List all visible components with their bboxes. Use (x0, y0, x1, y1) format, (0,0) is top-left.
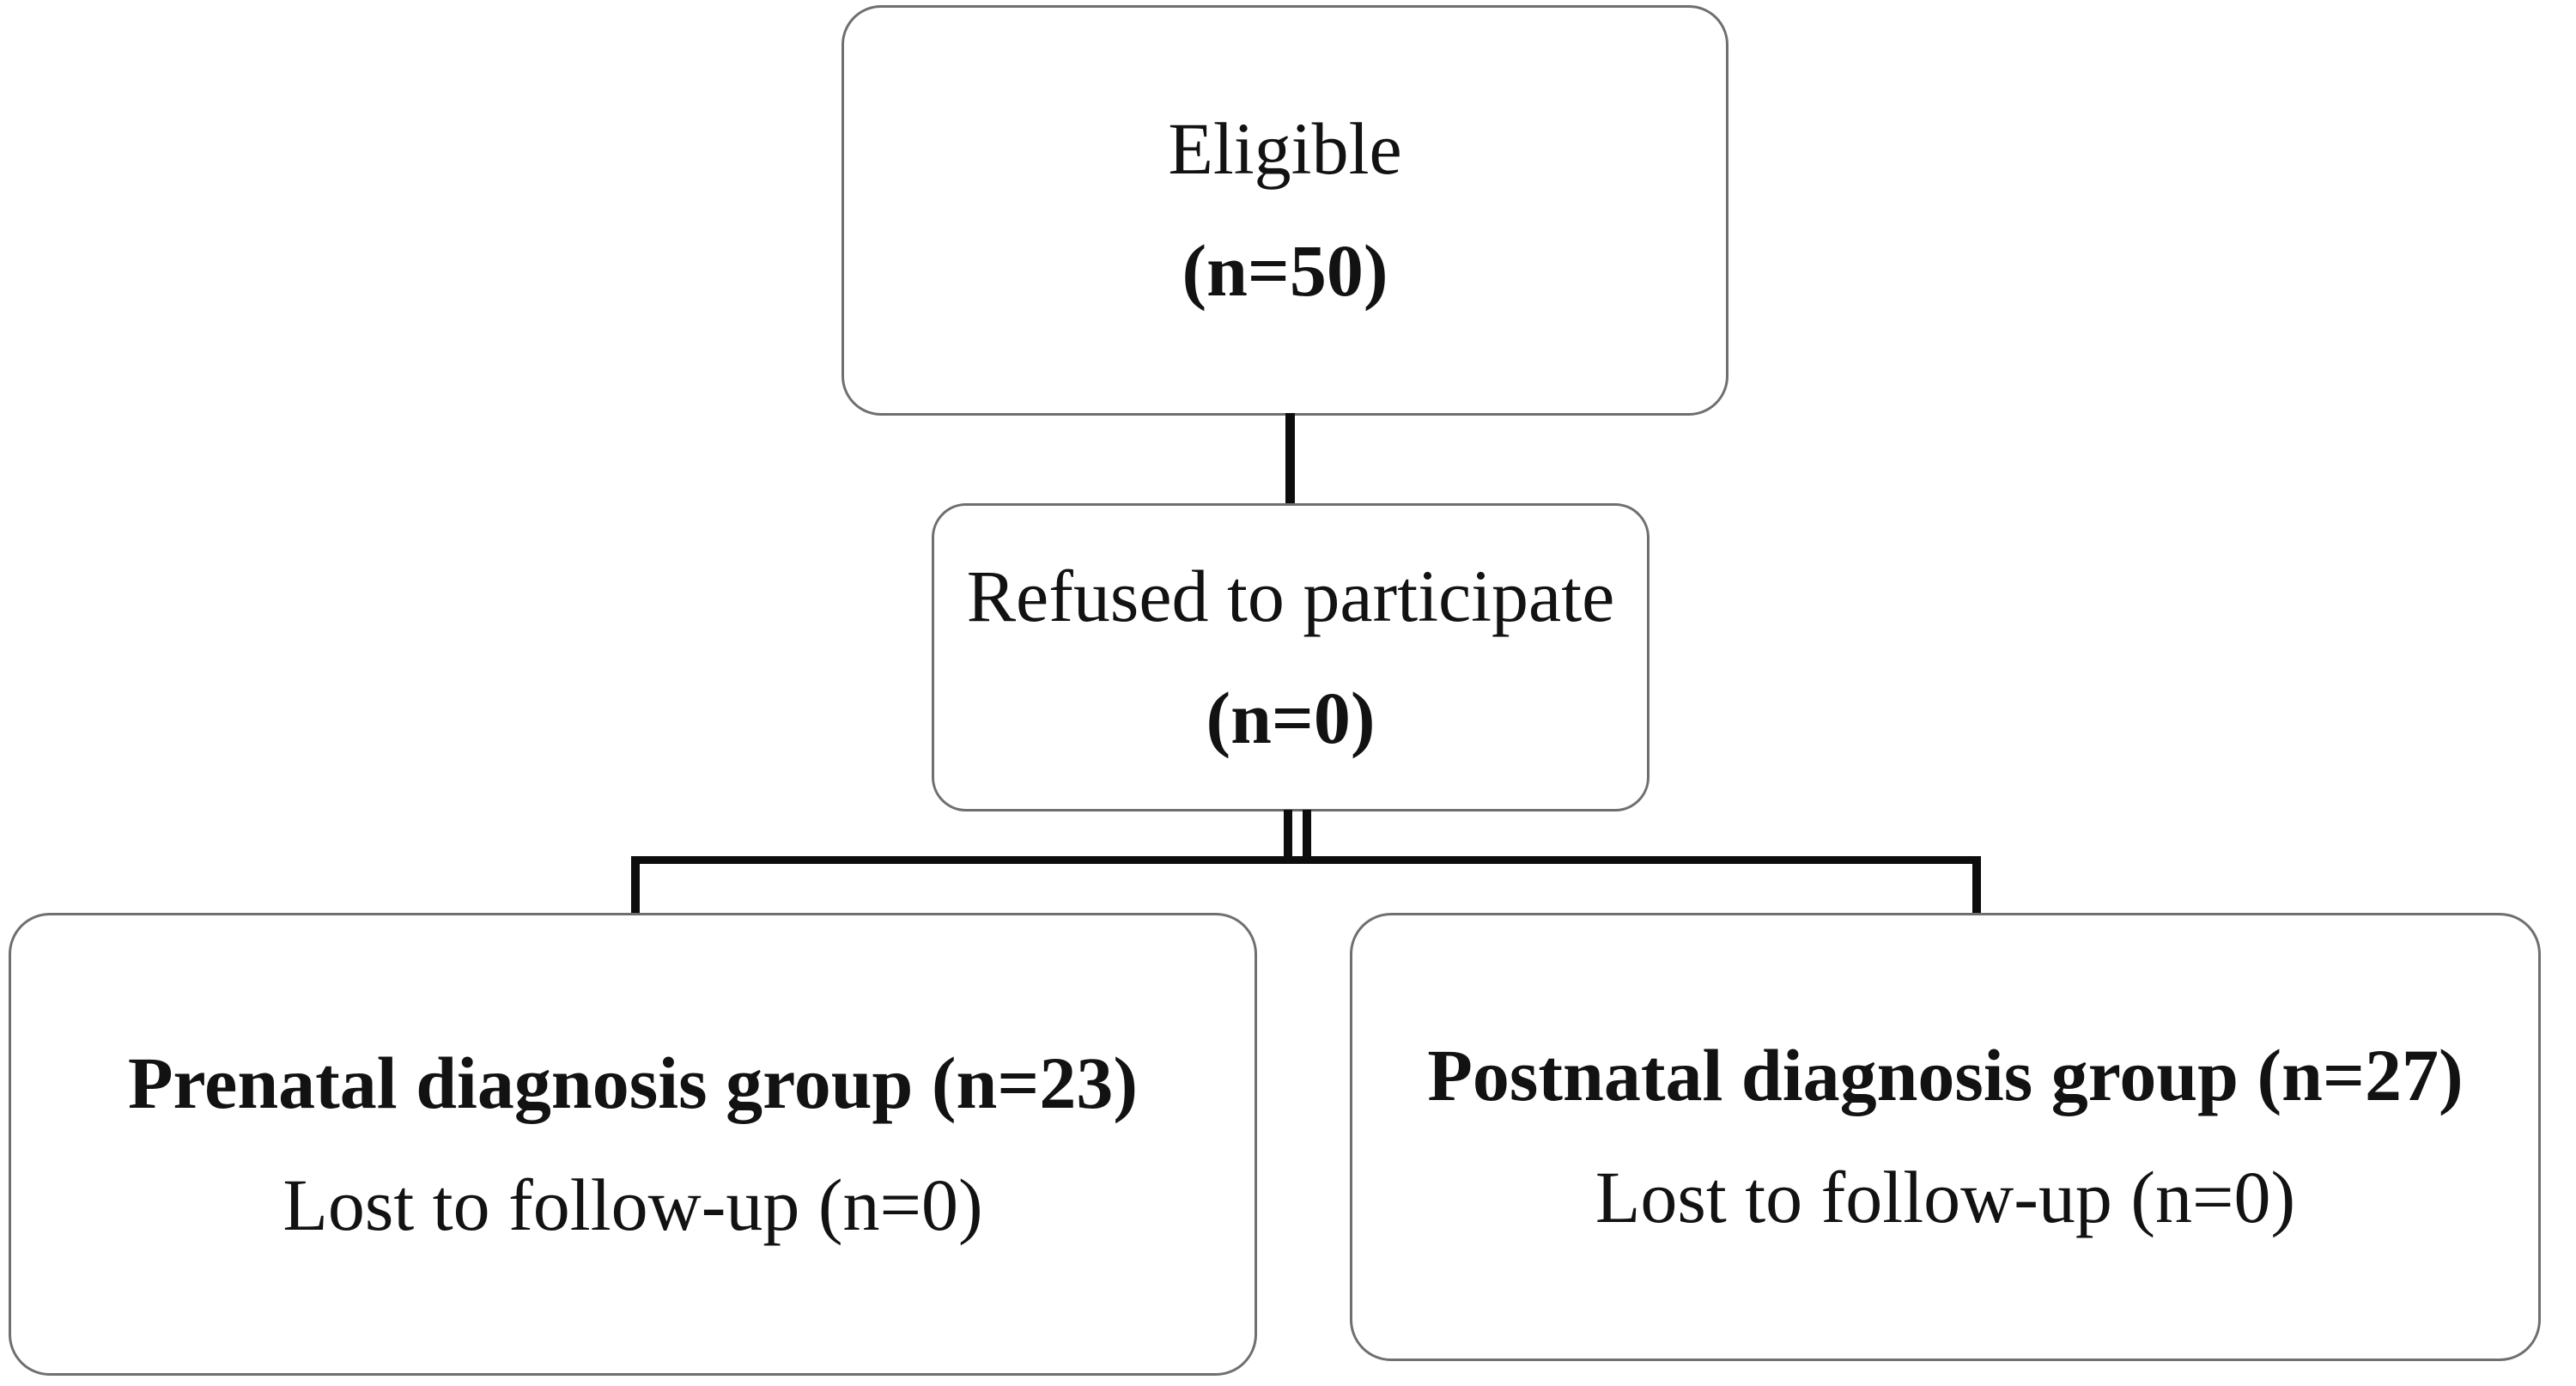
prenatal-lost-label: Lost to follow-up (n=0) (283, 1163, 983, 1246)
flow-node-postnatal-group: Postnatal diagnosis group (n=27) Lost to… (1350, 913, 2541, 1361)
eligible-label: Eligible (1168, 107, 1402, 191)
connector-leg-to-postnatal (1972, 856, 1981, 915)
connector-eligible-to-refused (1285, 413, 1295, 506)
connector-refused-double-line-right (1303, 810, 1311, 860)
refused-label: Refused to participate (966, 554, 1615, 637)
postnatal-lost-label: Lost to follow-up (n=0) (1595, 1156, 2296, 1238)
prenatal-group-label: Prenatal diagnosis group (n=23) (128, 1041, 1138, 1124)
postnatal-group-label: Postnatal diagnosis group (n=27) (1427, 1034, 2464, 1117)
flow-node-eligible: Eligible (n=50) (841, 5, 1728, 416)
refused-count: (n=0) (1206, 676, 1376, 759)
flow-node-prenatal-group: Prenatal diagnosis group (n=23) Lost to … (9, 913, 1257, 1376)
connector-leg-to-prenatal (631, 856, 640, 915)
connector-split-bar (631, 856, 1981, 864)
eligible-count: (n=50) (1182, 229, 1388, 312)
flow-node-refused: Refused to participate (n=0) (932, 503, 1649, 812)
connector-refused-double-line-left (1284, 810, 1292, 860)
